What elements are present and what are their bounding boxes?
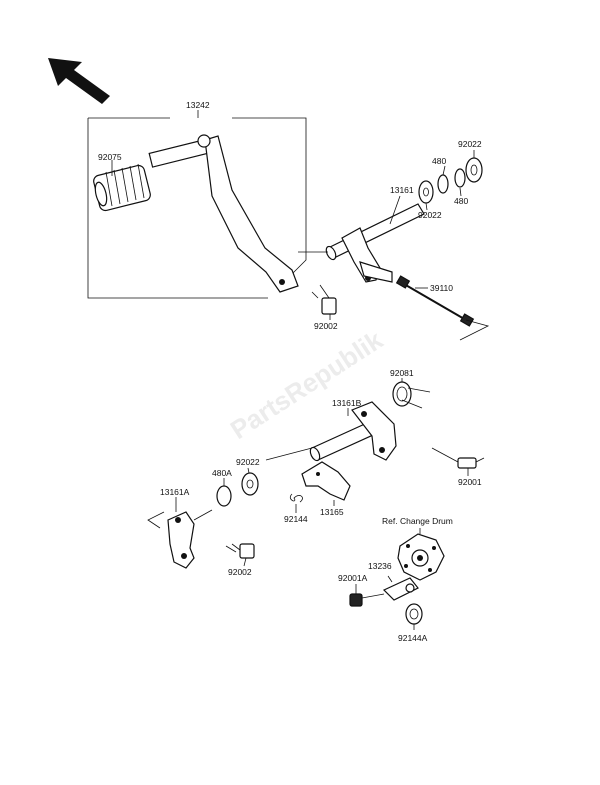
label-92022-top: 92022 bbox=[458, 139, 482, 149]
label-92022-low: 92022 bbox=[236, 457, 260, 467]
front-arrow-icon bbox=[48, 58, 110, 104]
label-92002-top: 92002 bbox=[314, 321, 338, 331]
washer-480-a bbox=[437, 174, 449, 194]
tie-rod bbox=[395, 275, 490, 341]
change-drum bbox=[397, 533, 445, 581]
leader-lines-top bbox=[111, 110, 475, 320]
label-13242: 13242 bbox=[186, 100, 210, 110]
shift-arm-a bbox=[147, 509, 213, 569]
label-92144: 92144 bbox=[284, 514, 308, 524]
pedal-rubber bbox=[93, 163, 151, 212]
clip-92144 bbox=[289, 493, 303, 503]
label-13161A: 13161A bbox=[160, 487, 190, 497]
washer-92022-mid bbox=[418, 180, 434, 204]
label-13165: 13165 bbox=[320, 507, 344, 517]
label-13236: 13236 bbox=[368, 561, 392, 571]
shift-shaft bbox=[325, 203, 425, 283]
leader-lines-bottom bbox=[355, 528, 421, 630]
bolt-92002-top bbox=[311, 284, 337, 315]
label-92001A: 92001A bbox=[338, 573, 368, 583]
shift-pedal bbox=[148, 134, 299, 293]
label-13161: 13161 bbox=[390, 185, 414, 195]
shift-plate bbox=[301, 461, 351, 501]
stud-92001 bbox=[431, 447, 485, 469]
bolt-92001A bbox=[349, 593, 385, 607]
leader-lines-mid bbox=[175, 378, 469, 567]
washer-92022-low bbox=[241, 472, 259, 496]
washer-480A bbox=[216, 485, 232, 507]
label-480A: 480A bbox=[212, 468, 232, 478]
shift-shaft-b bbox=[309, 401, 397, 462]
shift-pedal-bracket bbox=[87, 117, 307, 299]
spring-92144A bbox=[405, 603, 423, 625]
stopper-lever bbox=[382, 577, 419, 601]
label-39110: 39110 bbox=[430, 283, 453, 293]
label-92001: 92001 bbox=[458, 477, 482, 487]
label-92002-low: 92002 bbox=[228, 567, 252, 577]
washer-92022-top bbox=[465, 157, 483, 183]
label-480-b: 480 bbox=[454, 196, 468, 206]
label-92075: 92075 bbox=[98, 152, 122, 162]
label-480-a: 480 bbox=[432, 156, 446, 166]
label-92022-mid: 92022 bbox=[418, 210, 442, 220]
ref-change-drum-label: Ref. Change Drum bbox=[382, 516, 453, 526]
label-92081: 92081 bbox=[390, 368, 414, 378]
return-spring bbox=[392, 381, 431, 409]
label-92144A: 92144A bbox=[398, 633, 428, 643]
label-13161B: 13161B bbox=[332, 398, 362, 408]
washer-480-b bbox=[454, 168, 466, 188]
bolt-92002-low bbox=[225, 543, 255, 559]
